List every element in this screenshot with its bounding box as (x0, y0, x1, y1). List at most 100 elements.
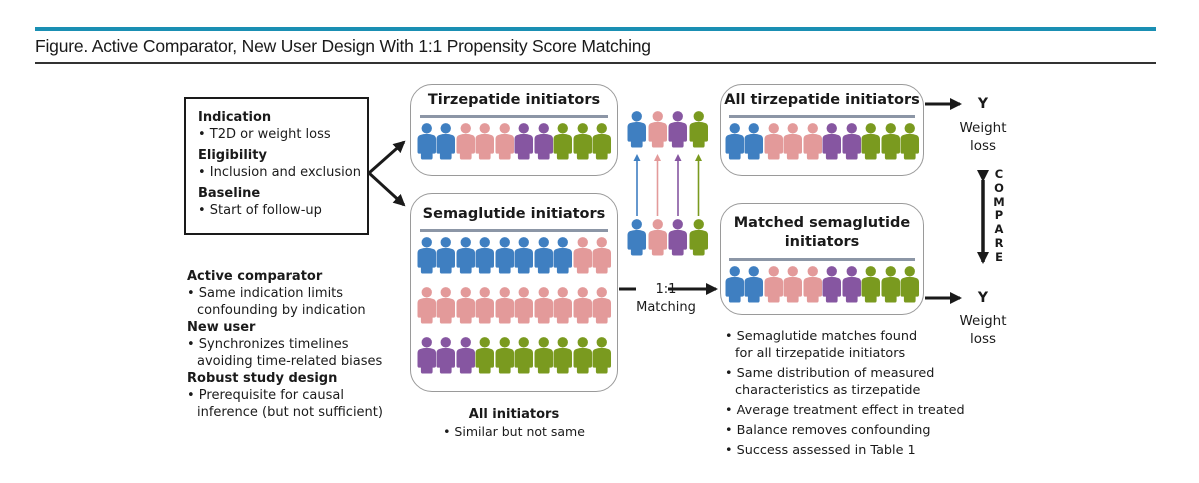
person-icon-pink (455, 123, 475, 160)
person-icon-green (553, 337, 573, 374)
matched-semaglutide-title-2: initiators (784, 234, 860, 250)
person-icon-blue (416, 237, 436, 274)
indication-heading: Indication (198, 110, 272, 125)
person-icon-green (494, 337, 514, 374)
note-1-line-1: • Semaglutide matches found (725, 329, 918, 344)
person-icon-blue (475, 237, 495, 274)
person-icon-blue (494, 237, 514, 274)
person-icon-blue (436, 123, 456, 160)
robust-design-line-1: • Prerequisite for causal (187, 388, 344, 403)
person-icon-purple (416, 337, 436, 374)
person-icon-pink (572, 287, 592, 324)
matched-pairs-bottom (627, 218, 708, 256)
person-icon-blue (744, 266, 764, 303)
person-icon-blue (724, 123, 744, 160)
design-notes: Active comparator • Same indication limi… (187, 268, 383, 421)
matched-semaglutide-box: Matched semaglutide initiators (720, 203, 924, 315)
match-arrows (633, 154, 702, 216)
person-icon-pink (592, 237, 612, 274)
person-icon-pink (494, 123, 514, 160)
person-icon-purple (514, 123, 534, 160)
person-icon-green (533, 337, 553, 374)
person-icon-green (475, 337, 495, 374)
figure-title: Figure. Active Comparator, New User Desi… (35, 36, 651, 56)
person-icon-pink (647, 219, 667, 256)
person-icon-green (514, 337, 534, 374)
person-icon-blue (627, 219, 647, 256)
people-row (627, 110, 708, 148)
people-row (721, 122, 923, 160)
robust-design-heading: Robust study design (187, 371, 338, 386)
person-icon-purple (668, 219, 688, 256)
person-icon-pink (783, 123, 803, 160)
baseline-bullet: • Start of follow-up (198, 203, 322, 218)
compare-letter: R (994, 235, 1004, 250)
person-icon-purple (436, 337, 456, 374)
person-icon-green (592, 337, 612, 374)
tirzepatide-initiators-box: Tirzepatide initiators (410, 84, 618, 176)
baseline-heading: Baseline (198, 186, 261, 201)
outcome-top-label-2: loss (969, 138, 997, 154)
tirzepatide-people (411, 122, 617, 160)
semaglutide-initiators-box: Semaglutide initiators (410, 193, 618, 392)
person-icon-purple (841, 123, 861, 160)
new-user-line-2: avoiding time-related biases (197, 354, 383, 369)
person-icon-pink (436, 287, 456, 324)
person-icon-purple (533, 123, 553, 160)
outcome-y-top: Y (977, 96, 989, 112)
arrow-to-semaglutide (367, 171, 406, 207)
people-row (627, 218, 708, 256)
person-icon-pink (514, 287, 534, 324)
note-2-line-1: • Same distribution of measured (725, 366, 935, 381)
person-icon-pink (533, 287, 553, 324)
note-3: • Average treatment effect in treated (725, 403, 965, 418)
matched-semaglutide-notes: • Semaglutide matches found for all tirz… (725, 328, 965, 459)
person-icon-blue (627, 111, 647, 148)
person-icon-blue (455, 237, 475, 274)
matched-semaglutide-divider (729, 258, 915, 261)
note-1-line-2: for all tirzepatide initiators (735, 346, 906, 361)
person-icon-green (880, 266, 900, 303)
compare-letter: C (994, 167, 1004, 181)
compare-label: C O M P A R E (993, 167, 1005, 265)
outcome-bottom-label-1: Weight (959, 313, 1007, 329)
person-icon-pink (763, 266, 783, 303)
person-icon-pink (763, 123, 783, 160)
all-initiators-bullet: • Similar but not same (443, 424, 585, 439)
person-icon-purple (455, 337, 475, 374)
compare-letter: E (995, 249, 1003, 264)
note-5: • Success assessed in Table 1 (725, 443, 916, 458)
person-icon-blue (514, 237, 534, 274)
people-row (411, 286, 617, 324)
matching-label: Matching (636, 300, 696, 315)
people-row (411, 236, 617, 274)
note-4: • Balance removes confounding (725, 423, 931, 438)
outcome-top-label-1: Weight (959, 120, 1007, 136)
person-icon-blue (533, 237, 553, 274)
person-icon-green (880, 123, 900, 160)
person-icon-green (861, 266, 881, 303)
header-bottom-rule (35, 62, 1156, 64)
outcome-bottom-label-2: loss (969, 331, 997, 347)
person-icon-blue (724, 266, 744, 303)
person-icon-green (572, 337, 592, 374)
all-tirzepatide-divider (729, 115, 915, 118)
person-icon-pink (802, 123, 822, 160)
person-icon-purple (822, 266, 842, 303)
tirzepatide-title: Tirzepatide initiators (427, 92, 601, 108)
all-tirzepatide-people (721, 122, 923, 160)
matched-semaglutide-title-1: Matched semaglutide (733, 215, 911, 231)
person-icon-pink (475, 287, 495, 324)
active-comparator-heading: Active comparator (187, 269, 323, 284)
person-icon-green (688, 219, 708, 256)
person-icon-blue (553, 237, 573, 274)
person-icon-purple (841, 266, 861, 303)
person-icon-green (861, 123, 881, 160)
person-icon-green (900, 123, 920, 160)
person-icon-pink (783, 266, 803, 303)
semaglutide-people (411, 236, 617, 374)
person-icon-green (592, 123, 612, 160)
person-icon-pink (553, 287, 573, 324)
split-arrows (367, 140, 406, 207)
